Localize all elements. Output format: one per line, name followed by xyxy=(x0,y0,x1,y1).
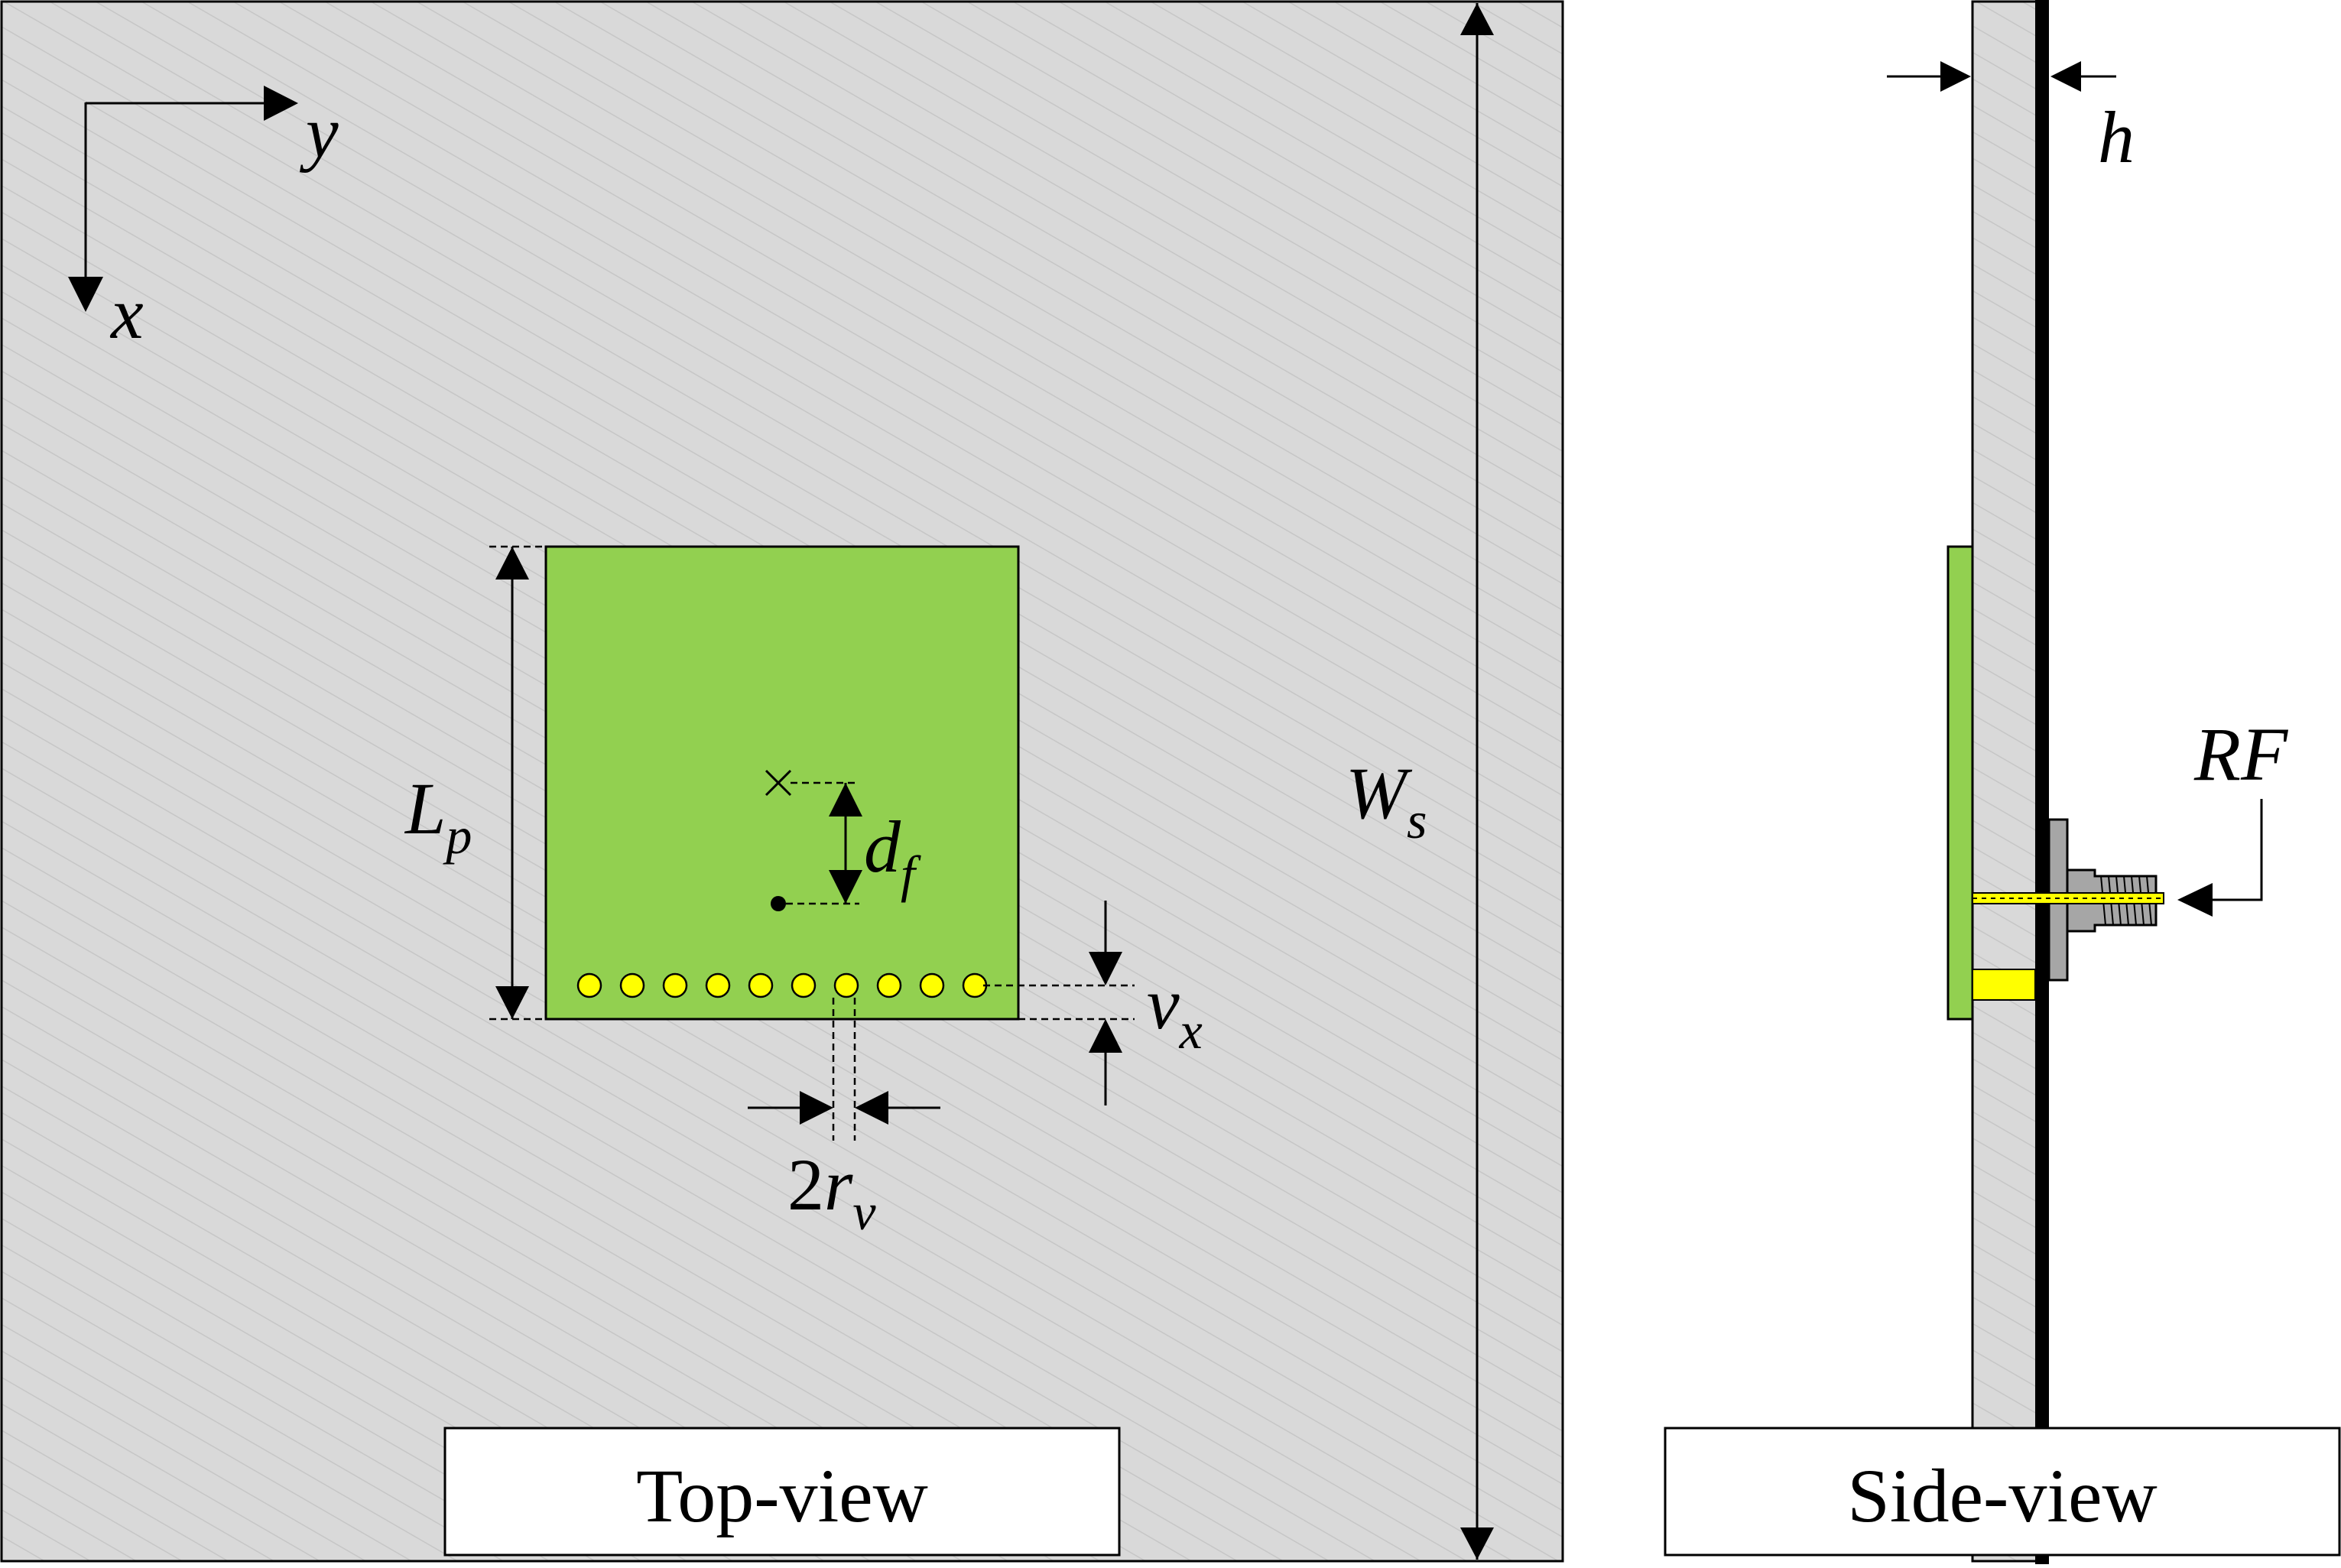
shorting-via xyxy=(705,972,731,998)
shorting-via xyxy=(748,972,774,998)
label-lp-sub: p xyxy=(443,807,472,865)
label-vx: vx xyxy=(1147,963,1203,1060)
rv-arrow-left xyxy=(800,1091,833,1125)
side-view: h RF Side-view xyxy=(1664,0,2341,1564)
rv-arrow-right xyxy=(855,1091,888,1125)
shorting-via xyxy=(962,972,988,998)
ws-arrow-top xyxy=(1460,3,1494,35)
label-lp: Lp xyxy=(404,768,472,865)
h-arrow-right xyxy=(2050,61,2081,92)
label-2rv-prefix: 2 xyxy=(787,1144,824,1226)
df-arrow-down xyxy=(829,870,862,904)
patch-center-marker xyxy=(765,769,792,797)
ground-plane xyxy=(2035,0,2049,1564)
axis-arrow-y xyxy=(264,86,298,121)
shorting-via xyxy=(791,972,817,998)
lp-arrow-up xyxy=(495,547,529,579)
label-2rv-main: r xyxy=(824,1144,853,1226)
shorting-via xyxy=(619,972,645,998)
feed-point xyxy=(771,896,786,911)
side-view-caption-box xyxy=(1664,1427,2341,1557)
top-view-caption: Top-view xyxy=(636,1453,928,1538)
label-rf: RF xyxy=(2193,712,2288,797)
vx-arrow-top xyxy=(1089,952,1122,985)
shorting-via xyxy=(576,972,602,998)
df-arrow-up xyxy=(829,783,862,816)
label-df-main: d xyxy=(864,806,901,888)
shorting-vias xyxy=(576,972,988,998)
shorting-via xyxy=(662,972,688,998)
shorting-via xyxy=(876,972,902,998)
label-2rv: 2rv xyxy=(787,1144,876,1241)
shorting-via xyxy=(919,972,945,998)
side-view-substrate xyxy=(1971,0,2038,1563)
side-view-caption: Side-view xyxy=(1847,1453,2157,1538)
ws-arrow-bottom xyxy=(1460,1527,1494,1560)
center-cross-b xyxy=(765,769,792,797)
label-ws-main: W xyxy=(1346,752,1413,834)
radiating-patch xyxy=(544,545,1020,1021)
coordinate-axes: y x xyxy=(68,86,339,354)
side-view-patch xyxy=(1947,545,1974,1021)
label-lp-main: L xyxy=(404,768,446,849)
lp-arrow-down xyxy=(495,986,529,1019)
axis-label-x: x xyxy=(109,272,144,354)
label-h: h xyxy=(2098,96,2135,178)
h-arrow-left xyxy=(1940,61,1971,92)
label-ws-sub: s xyxy=(1407,791,1427,849)
vx-arrow-bottom xyxy=(1089,1019,1122,1053)
side-view-shorting-via xyxy=(1972,969,2036,1001)
label-vx-sub: x xyxy=(1179,1002,1203,1060)
label-vx-main: v xyxy=(1147,963,1180,1044)
axis-arrow-x xyxy=(68,277,103,312)
label-2rv-sub: v xyxy=(852,1183,876,1241)
axis-label-y: y xyxy=(299,91,339,173)
shorting-via xyxy=(833,972,859,998)
top-view: y x df Lp vx xyxy=(0,0,1564,1563)
rf-arrow xyxy=(2177,883,2213,917)
top-view-caption-box xyxy=(443,1427,1121,1557)
rf-leader-line xyxy=(2210,799,2263,901)
label-ws: Ws xyxy=(1346,752,1427,849)
